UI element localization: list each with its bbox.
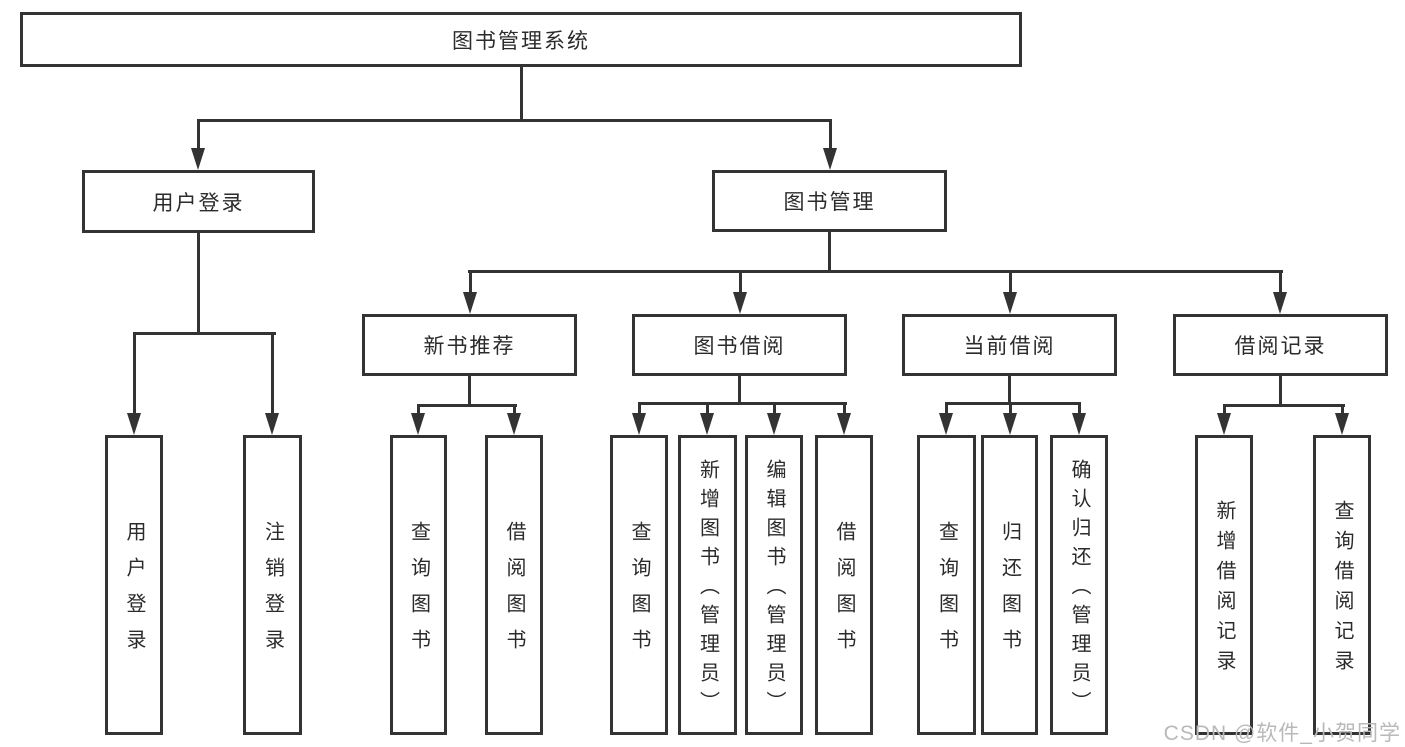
node-current-borrowing: 当前借阅 xyxy=(902,314,1117,376)
node-library-system-label: 图书管理系统 xyxy=(452,29,590,53)
node-borrowing-records-label: 借阅记录 xyxy=(1234,335,1327,358)
leaf-query-borrow-record: 查询借阅记录 xyxy=(1313,435,1371,735)
arrowhead-down-icon xyxy=(1335,413,1349,435)
connector-bookmgmt-stub-3 xyxy=(1009,270,1012,296)
arrowhead-down-icon xyxy=(191,148,205,170)
connector-bookmgmt-stub-1 xyxy=(469,270,472,296)
node-library-system: 图书管理系统 xyxy=(20,12,1022,67)
connector-recommend-split-line xyxy=(417,404,517,407)
node-book-management: 图书管理 xyxy=(712,170,947,232)
arrowhead-down-icon xyxy=(733,292,747,314)
leaf-query-books-recommend: 查询图书 xyxy=(390,435,447,735)
arrowhead-down-icon xyxy=(700,413,714,435)
connector-current-down-line xyxy=(1008,376,1011,405)
node-user-login-label: 用户登录 xyxy=(152,191,245,215)
connector-recommend-down-line xyxy=(468,376,471,407)
leaf-borrow-books-borrowing-label: 借阅图书 xyxy=(833,521,855,665)
connector-root-split-line xyxy=(197,119,831,122)
arrowhead-down-icon xyxy=(1273,292,1287,314)
leaf-confirm-return-admin: 确认归还（管理员） xyxy=(1050,435,1108,735)
arrowhead-down-icon xyxy=(507,413,521,435)
leaf-logout-label: 注销登录 xyxy=(261,521,284,665)
arrowhead-down-icon xyxy=(463,292,477,314)
arrowhead-down-icon xyxy=(1072,413,1086,435)
arrowhead-down-icon xyxy=(823,148,837,170)
leaf-borrow-books-borrowing: 借阅图书 xyxy=(815,435,873,735)
leaf-user-login: 用户登录 xyxy=(105,435,163,735)
leaf-query-books-current: 查询图书 xyxy=(917,435,976,735)
leaf-add-borrow-record: 新增借阅记录 xyxy=(1195,435,1253,735)
leaf-return-books-label: 归还图书 xyxy=(998,521,1021,665)
arrowhead-down-icon xyxy=(767,413,781,435)
connector-userlogin-split-line xyxy=(133,332,276,335)
connector-bookmgmt-split-line xyxy=(468,270,1283,273)
connector-borrowing-down-line xyxy=(738,376,741,405)
connector-records-split-line xyxy=(1223,404,1345,407)
connector-borrowing-split-line xyxy=(638,402,847,405)
node-current-borrowing-label: 当前借阅 xyxy=(963,335,1056,358)
connector-root-down-line xyxy=(520,67,523,121)
connector-records-stub-2 xyxy=(1341,404,1344,417)
leaf-query-books-borrowing-label: 查询图书 xyxy=(628,521,650,665)
leaf-add-books-admin-label: 新增图书（管理员） xyxy=(696,459,719,720)
leaf-borrow-books-recommend-label: 借阅图书 xyxy=(503,521,525,665)
leaf-edit-books-admin-label: 编辑图书（管理员） xyxy=(763,459,785,720)
connector-bookmgmt-stub-2 xyxy=(739,270,742,296)
node-new-book-recommend: 新书推荐 xyxy=(362,314,577,376)
connector-borrowing-stub-3 xyxy=(773,402,776,417)
arrowhead-down-icon xyxy=(1217,413,1231,435)
leaf-confirm-return-admin-label: 确认归还（管理员） xyxy=(1068,459,1090,720)
node-book-management-label: 图书管理 xyxy=(783,191,876,214)
leaf-user-login-label: 用户登录 xyxy=(123,521,145,665)
leaf-query-books-recommend-label: 查询图书 xyxy=(407,521,430,665)
connector-recommend-stub-1 xyxy=(417,404,420,417)
csdn-watermark: CSDN @软件_小贺同学 xyxy=(1163,722,1401,745)
connector-borrowing-stub-4 xyxy=(843,402,846,417)
connector-current-stub-3 xyxy=(1078,402,1081,417)
connector-borrowing-stub-1 xyxy=(638,402,641,417)
connector-recommend-stub-2 xyxy=(513,404,516,417)
connector-userlogin-stub-2 xyxy=(271,332,274,415)
arrowhead-down-icon xyxy=(265,413,279,435)
arrowhead-down-icon xyxy=(1003,413,1017,435)
connector-bookmgmt-stub-4 xyxy=(1279,270,1282,296)
leaf-borrow-books-recommend: 借阅图书 xyxy=(485,435,543,735)
node-book-borrowing-label: 图书借阅 xyxy=(693,335,786,358)
arrowhead-down-icon xyxy=(632,413,646,435)
connector-current-stub-1 xyxy=(945,402,948,417)
node-new-book-recommend-label: 新书推荐 xyxy=(423,335,516,358)
arrowhead-down-icon xyxy=(837,413,851,435)
arrowhead-down-icon xyxy=(411,413,425,435)
arrowhead-down-icon xyxy=(1003,292,1017,314)
leaf-query-books-current-label: 查询图书 xyxy=(935,521,958,665)
connector-records-stub-1 xyxy=(1223,404,1226,417)
connector-root-right-stub xyxy=(829,119,832,150)
leaf-query-books-borrowing: 查询图书 xyxy=(610,435,668,735)
leaf-edit-books-admin: 编辑图书（管理员） xyxy=(745,435,803,735)
leaf-logout: 注销登录 xyxy=(243,435,302,735)
leaf-query-borrow-record-label: 查询借阅记录 xyxy=(1331,500,1353,680)
leaf-return-books: 归还图书 xyxy=(981,435,1038,735)
arrowhead-down-icon xyxy=(127,413,141,435)
connector-userlogin-down-line xyxy=(197,233,200,334)
connector-current-split-line xyxy=(945,402,1081,405)
connector-current-stub-2 xyxy=(1009,402,1012,417)
connector-records-down-line xyxy=(1279,376,1282,407)
node-book-borrowing: 图书借阅 xyxy=(632,314,847,376)
leaf-add-books-admin: 新增图书（管理员） xyxy=(678,435,737,735)
arrowhead-down-icon xyxy=(939,413,953,435)
node-borrowing-records: 借阅记录 xyxy=(1173,314,1388,376)
leaf-add-borrow-record-label: 新增借阅记录 xyxy=(1213,500,1235,680)
connector-root-left-stub xyxy=(197,119,200,150)
connector-borrowing-stub-2 xyxy=(706,402,709,417)
connector-userlogin-stub-1 xyxy=(133,332,136,415)
node-user-login: 用户登录 xyxy=(82,170,315,233)
connector-bookmgmt-down-line xyxy=(828,232,831,273)
